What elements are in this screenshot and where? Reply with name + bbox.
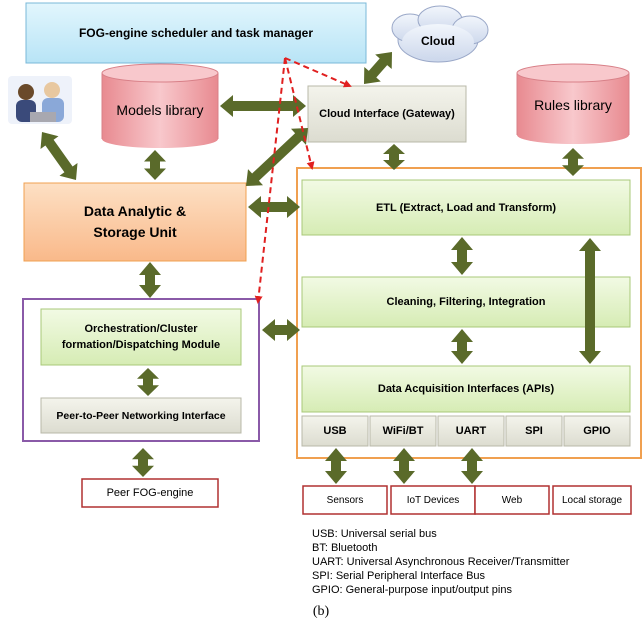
- source-sensors: Sensors: [326, 494, 364, 506]
- etl-label: ETL (Extract, Load and Transform): [375, 201, 557, 214]
- arrow-uart-web: [461, 448, 483, 484]
- source-web: Web: [501, 494, 523, 506]
- scheduler-dashed-arrows: [254, 57, 352, 304]
- arrow-etl-acquisition-side: [579, 238, 601, 364]
- cloud-interface-box: [307, 85, 467, 143]
- dashed-arrow-to-etl: [284, 57, 315, 170]
- users-icon: [8, 76, 72, 124]
- peer-fog-box: [81, 478, 219, 508]
- port-uart: UART: [455, 425, 487, 437]
- arrow-gateway-etl: [383, 144, 405, 170]
- rules-library-cylinder: [516, 63, 630, 144]
- cloud-label: Cloud: [421, 34, 455, 48]
- dashed-arrow-to-cloud-interface: [284, 57, 352, 88]
- orchestration-box: [40, 308, 242, 366]
- arrow-rules-etl: [562, 148, 584, 176]
- legend-gpio: GPIO: General-purpose input/output pins: [312, 584, 512, 596]
- legend-bt: BT: Bluetooth: [312, 542, 378, 554]
- source-box-iot: [390, 485, 476, 515]
- cleaning-label: Cleaning, Filtering, Integration: [386, 296, 546, 308]
- rules-library-label: Rules library: [534, 97, 612, 113]
- p2p-label: Peer-to-Peer Networking Interface: [56, 409, 226, 422]
- source-iot-devices: IoT Devices: [406, 494, 460, 506]
- arrow-user-analytic: [40, 132, 78, 180]
- source-local-storage: Local storage: [561, 494, 623, 506]
- etl-box: [301, 179, 631, 236]
- models-library-cylinder: [101, 63, 219, 148]
- arrow-usb-sensors: [325, 448, 347, 484]
- arrow-orchestration-core: [262, 319, 300, 341]
- cloud-interface-label: Cloud Interface (Gateway): [319, 108, 455, 120]
- arrow-gateway-analytic: [246, 128, 308, 186]
- legend-usb: USB: Universal serial bus: [312, 528, 437, 540]
- arrow-cleaning-acquisition: [451, 329, 473, 364]
- arrow-wifi-iot: [393, 448, 415, 484]
- scheduler-label: FOG-engine scheduler and task manager: [78, 26, 314, 40]
- arrow-orchestration-p2p: [137, 368, 159, 396]
- legend-uart: UART: Universal Asynchronous Receiver/Tr…: [312, 556, 570, 568]
- port-box-usb: [301, 415, 369, 447]
- port-gpio: GPIO: [583, 425, 611, 437]
- port-spi: SPI: [525, 425, 543, 437]
- legend-spi: SPI: Serial Peripheral Interface Bus: [312, 570, 486, 582]
- arrow-analytic-etl: [248, 196, 300, 218]
- arrow-etl-cleaning: [451, 237, 473, 275]
- arrow-models-analytic: [144, 150, 166, 180]
- data-analytic-label: Data Analytic &Storage Unit: [83, 203, 187, 240]
- source-box-local: [552, 485, 632, 515]
- port-box-spi: [505, 415, 563, 447]
- source-box-web: [474, 485, 550, 515]
- arrow-p2p-peer: [132, 448, 154, 477]
- cloud-shape: [391, 5, 489, 63]
- acquisition-label: Data Acquisition Interfaces (APIs): [377, 383, 555, 395]
- cleaning-box: [301, 276, 631, 328]
- source-box-sensors: [302, 485, 388, 515]
- port-wifi-bt: WiFi/BT: [382, 425, 424, 437]
- scheduler-box: [25, 2, 367, 64]
- port-box-gpio: [563, 415, 631, 447]
- port-box-uart: [437, 415, 505, 447]
- arrow-models-gateway: [220, 95, 306, 117]
- connector-arrows: [40, 52, 601, 484]
- figure-caption: (b): [312, 604, 330, 619]
- data-analytic-box: [23, 182, 247, 262]
- acquisition-box: [301, 365, 631, 413]
- port-box-wifi: [369, 415, 437, 447]
- models-library-label: Models library: [116, 102, 204, 118]
- peer-fog-label: Peer FOG-engine: [106, 487, 194, 499]
- p2p-box: [40, 397, 242, 434]
- arrow-analytic-orchestration: [139, 262, 161, 298]
- arrow-cloud-gateway: [364, 52, 392, 84]
- port-usb: USB: [323, 425, 347, 437]
- dashed-arrow-to-orchestration: [254, 57, 286, 304]
